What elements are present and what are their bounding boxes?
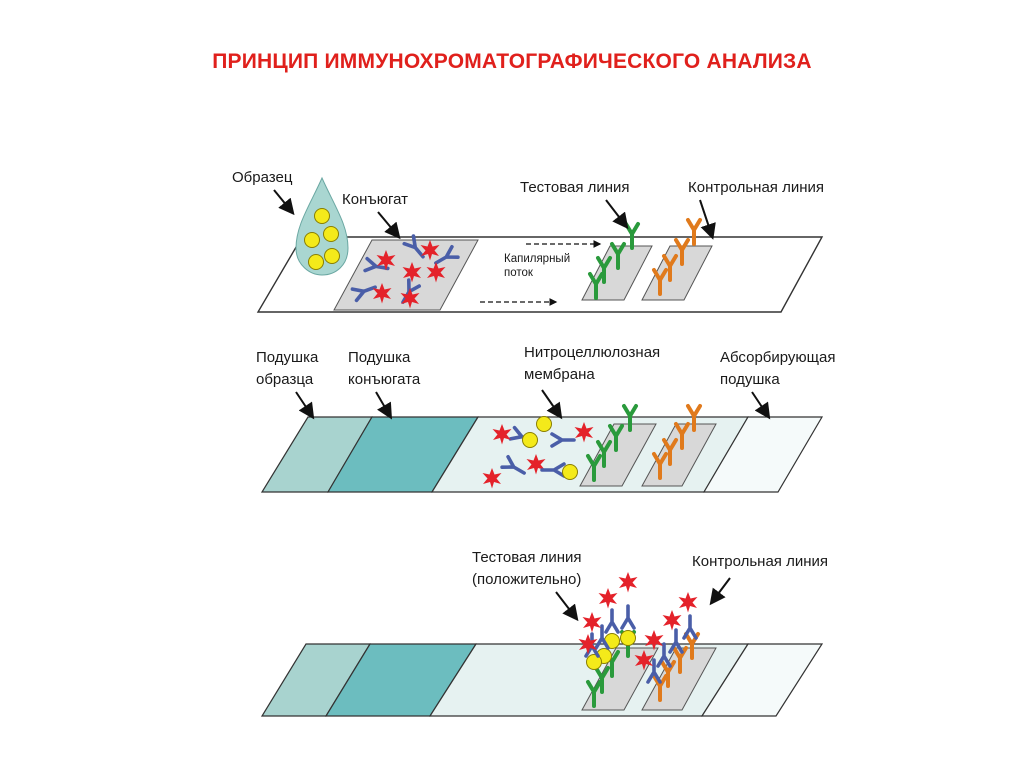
capillary-flow-label-2: поток: [504, 267, 534, 279]
label-conjugate-pad-2: конъюгата: [348, 371, 421, 388]
label-sample-pad-2: образца: [256, 371, 314, 388]
antigen-dot: [314, 208, 330, 224]
label-absorbent-pad: Абсорбирующая: [720, 349, 835, 366]
antigen-dot: [324, 248, 340, 264]
label-conjugate-pad: Подушка: [348, 349, 411, 366]
label-membrane-2: мембрана: [524, 366, 595, 383]
panel-1-sample-application: Капилярный поток Образец Конъюгат Тестов…: [232, 169, 824, 313]
label-sample: Образец: [232, 169, 293, 186]
label-test-line-positive: Тестовая линия: [472, 549, 582, 566]
antigen-dot: [308, 254, 324, 270]
label-control-line: Контрольная линия: [688, 179, 824, 196]
page-title: ПРИНЦИП ИММУНОХРОМАТОГРАФИЧЕСКОГО АНАЛИЗ…: [212, 50, 812, 73]
label-membrane: Нитроцеллюлозная: [524, 344, 660, 361]
antigen-dot: [304, 232, 320, 248]
absorbent-pad-3: [700, 643, 824, 717]
test-line-zone-1: [581, 245, 653, 301]
label-absorbent-pad-2: подушка: [720, 371, 780, 388]
label-test-line: Тестовая линия: [520, 179, 630, 196]
absorbent-pad: [702, 416, 824, 493]
label-test-line-positive-2: (положительно): [472, 571, 581, 588]
antigen-dot: [323, 226, 339, 242]
label-conjugate: Конъюгат: [342, 191, 408, 208]
label-sample-pad: Подушка: [256, 349, 319, 366]
panel-3-positive-result: Тестовая линия (положительно) Контрольна…: [260, 549, 828, 717]
label-control-line-3: Контрольная линия: [692, 553, 828, 570]
capillary-flow-label: Капилярный: [504, 253, 570, 265]
panel-2-strip-components: Подушка образца Подушка конъюгата Нитроц…: [256, 344, 835, 493]
